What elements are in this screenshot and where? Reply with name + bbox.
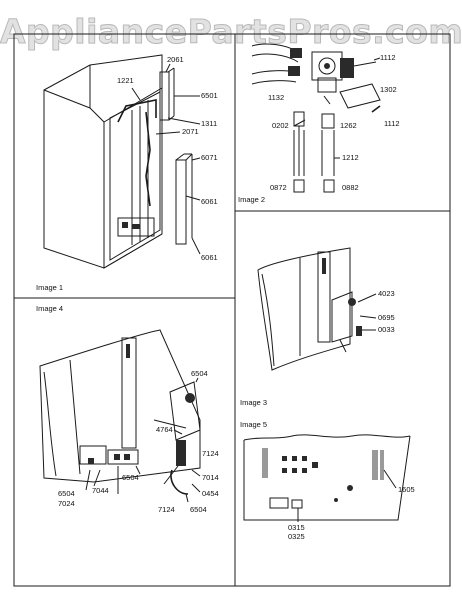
callout-1262: 1262 [340,121,357,130]
callout-4023: 4023 [378,289,395,298]
callout-1132: 1132 [268,93,285,102]
callout-6501: 6501 [201,91,218,100]
image4-drawing [39,329,201,503]
callout-6504-top: 6504 [191,369,208,378]
callout-0872: 0872 [270,183,287,192]
caption-image2: Image 2 [238,195,266,204]
callout-7124-right: 7124 [202,449,219,458]
callout-0033: 0033 [378,325,395,334]
callout-7014: 7014 [202,473,219,482]
sheet-border [13,33,451,587]
image3-drawing [257,247,377,371]
callout-1302: 1302 [380,85,397,94]
callout-2071: 2071 [182,127,199,136]
callout-6504-mid: 6504 [122,473,139,482]
callout-0325: 0325 [288,532,305,541]
callout-1112-upper: 1112 [380,53,396,62]
caption-image3: Image 3 [240,398,268,407]
image2-drawing [251,43,381,193]
callout-7044: 7044 [92,486,109,495]
callout-6061-lower: 6061 [201,253,218,262]
callout-0454: 0454 [202,489,219,498]
callout-1311: 1311 [201,119,218,128]
callout-6504-bottom: 6504 [190,505,207,514]
caption-image1: Image 1 [36,283,64,292]
callout-7124-bottom: 7124 [158,505,175,514]
watermark: AppliancePartsPros.com [0,12,462,52]
image5-drawing [243,434,411,522]
callout-2061: 2061 [167,55,184,64]
callout-0695: 0695 [378,313,395,322]
callout-1112-lower: 1112 [384,119,400,128]
callout-0202: 0202 [272,121,289,130]
caption-image4: Image 4 [36,304,64,313]
callout-1221: 1221 [117,76,134,85]
callout-6061-upper: 6061 [201,197,218,206]
callout-1605: 1605 [398,485,415,494]
image1-drawing [43,54,201,269]
callout-7024: 7024 [58,499,75,508]
callout-0882: 0882 [342,183,359,192]
caption-image5: Image 5 [240,420,268,429]
callout-6071: 6071 [201,153,218,162]
callout-1212: 1212 [342,153,359,162]
callout-4764: 4764 [156,425,173,434]
callout-6504-left: 6504 [58,489,75,498]
callout-0315: 0315 [288,523,305,532]
